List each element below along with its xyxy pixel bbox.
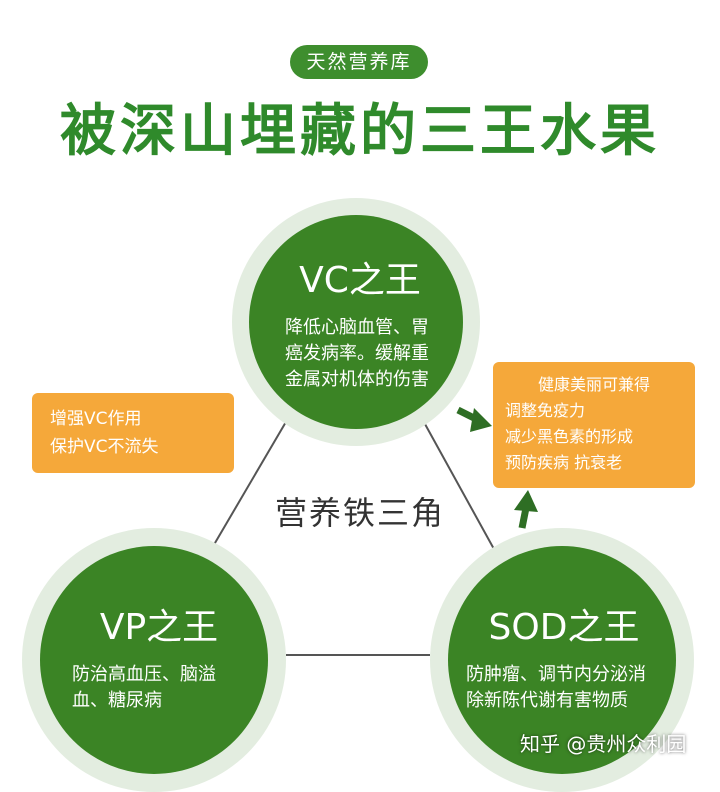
info-box-left-line-2: 保护VC不流失	[50, 437, 159, 457]
category-badge: 天然营养库	[290, 45, 428, 79]
connector-lines	[204, 406, 538, 656]
sod-circle: SOD之王 防肿瘤、调节内分泌消除新陈代谢有害物质	[448, 546, 676, 774]
info-box-left: 增强VC作用 保护VC不流失	[32, 393, 234, 473]
vp-description: 防治高血压、脑溢血、糖尿病	[72, 664, 216, 711]
arrow-up-icon	[514, 490, 538, 512]
watermark: 知乎 @贵州众利园	[520, 732, 687, 756]
vc-title: VC之王	[299, 260, 421, 301]
info-box-right-heading: 健康美丽可兼得	[537, 375, 650, 394]
arrow-up-shaft	[518, 507, 530, 529]
info-box-right-line-2: 减少黑色素的形成	[505, 427, 634, 446]
info-box-right-line-1: 调整免疫力	[505, 401, 586, 420]
line-vc-vp	[204, 414, 291, 561]
vc-description: 降低心脑血管、胃癌发病率。缓解重金属对机体的伤害	[285, 317, 429, 390]
arrow-right-icon	[470, 408, 492, 432]
line-vc-sod	[419, 414, 501, 561]
sod-description: 防肿瘤、调节内分泌消除新陈代谢有害物质	[466, 664, 646, 711]
page-title: 被深山埋藏的三王水果	[60, 99, 660, 164]
info-box-right: 健康美丽可兼得 调整免疫力 减少黑色素的形成 预防疾病 抗衰老	[493, 362, 695, 488]
sod-title: SOD之王	[488, 607, 640, 648]
vp-circle: VP之王 防治高血压、脑溢血、糖尿病	[40, 546, 268, 774]
vp-title: VP之王	[99, 607, 219, 648]
triangle-label: 营养铁三角	[274, 494, 445, 532]
vc-circle: VC之王 降低心脑血管、胃癌发病率。缓解重金属对机体的伤害	[249, 215, 463, 429]
info-box-right-line-3: 预防疾病 抗衰老	[505, 453, 623, 472]
info-box-left-line-1: 增强VC作用	[50, 409, 142, 429]
